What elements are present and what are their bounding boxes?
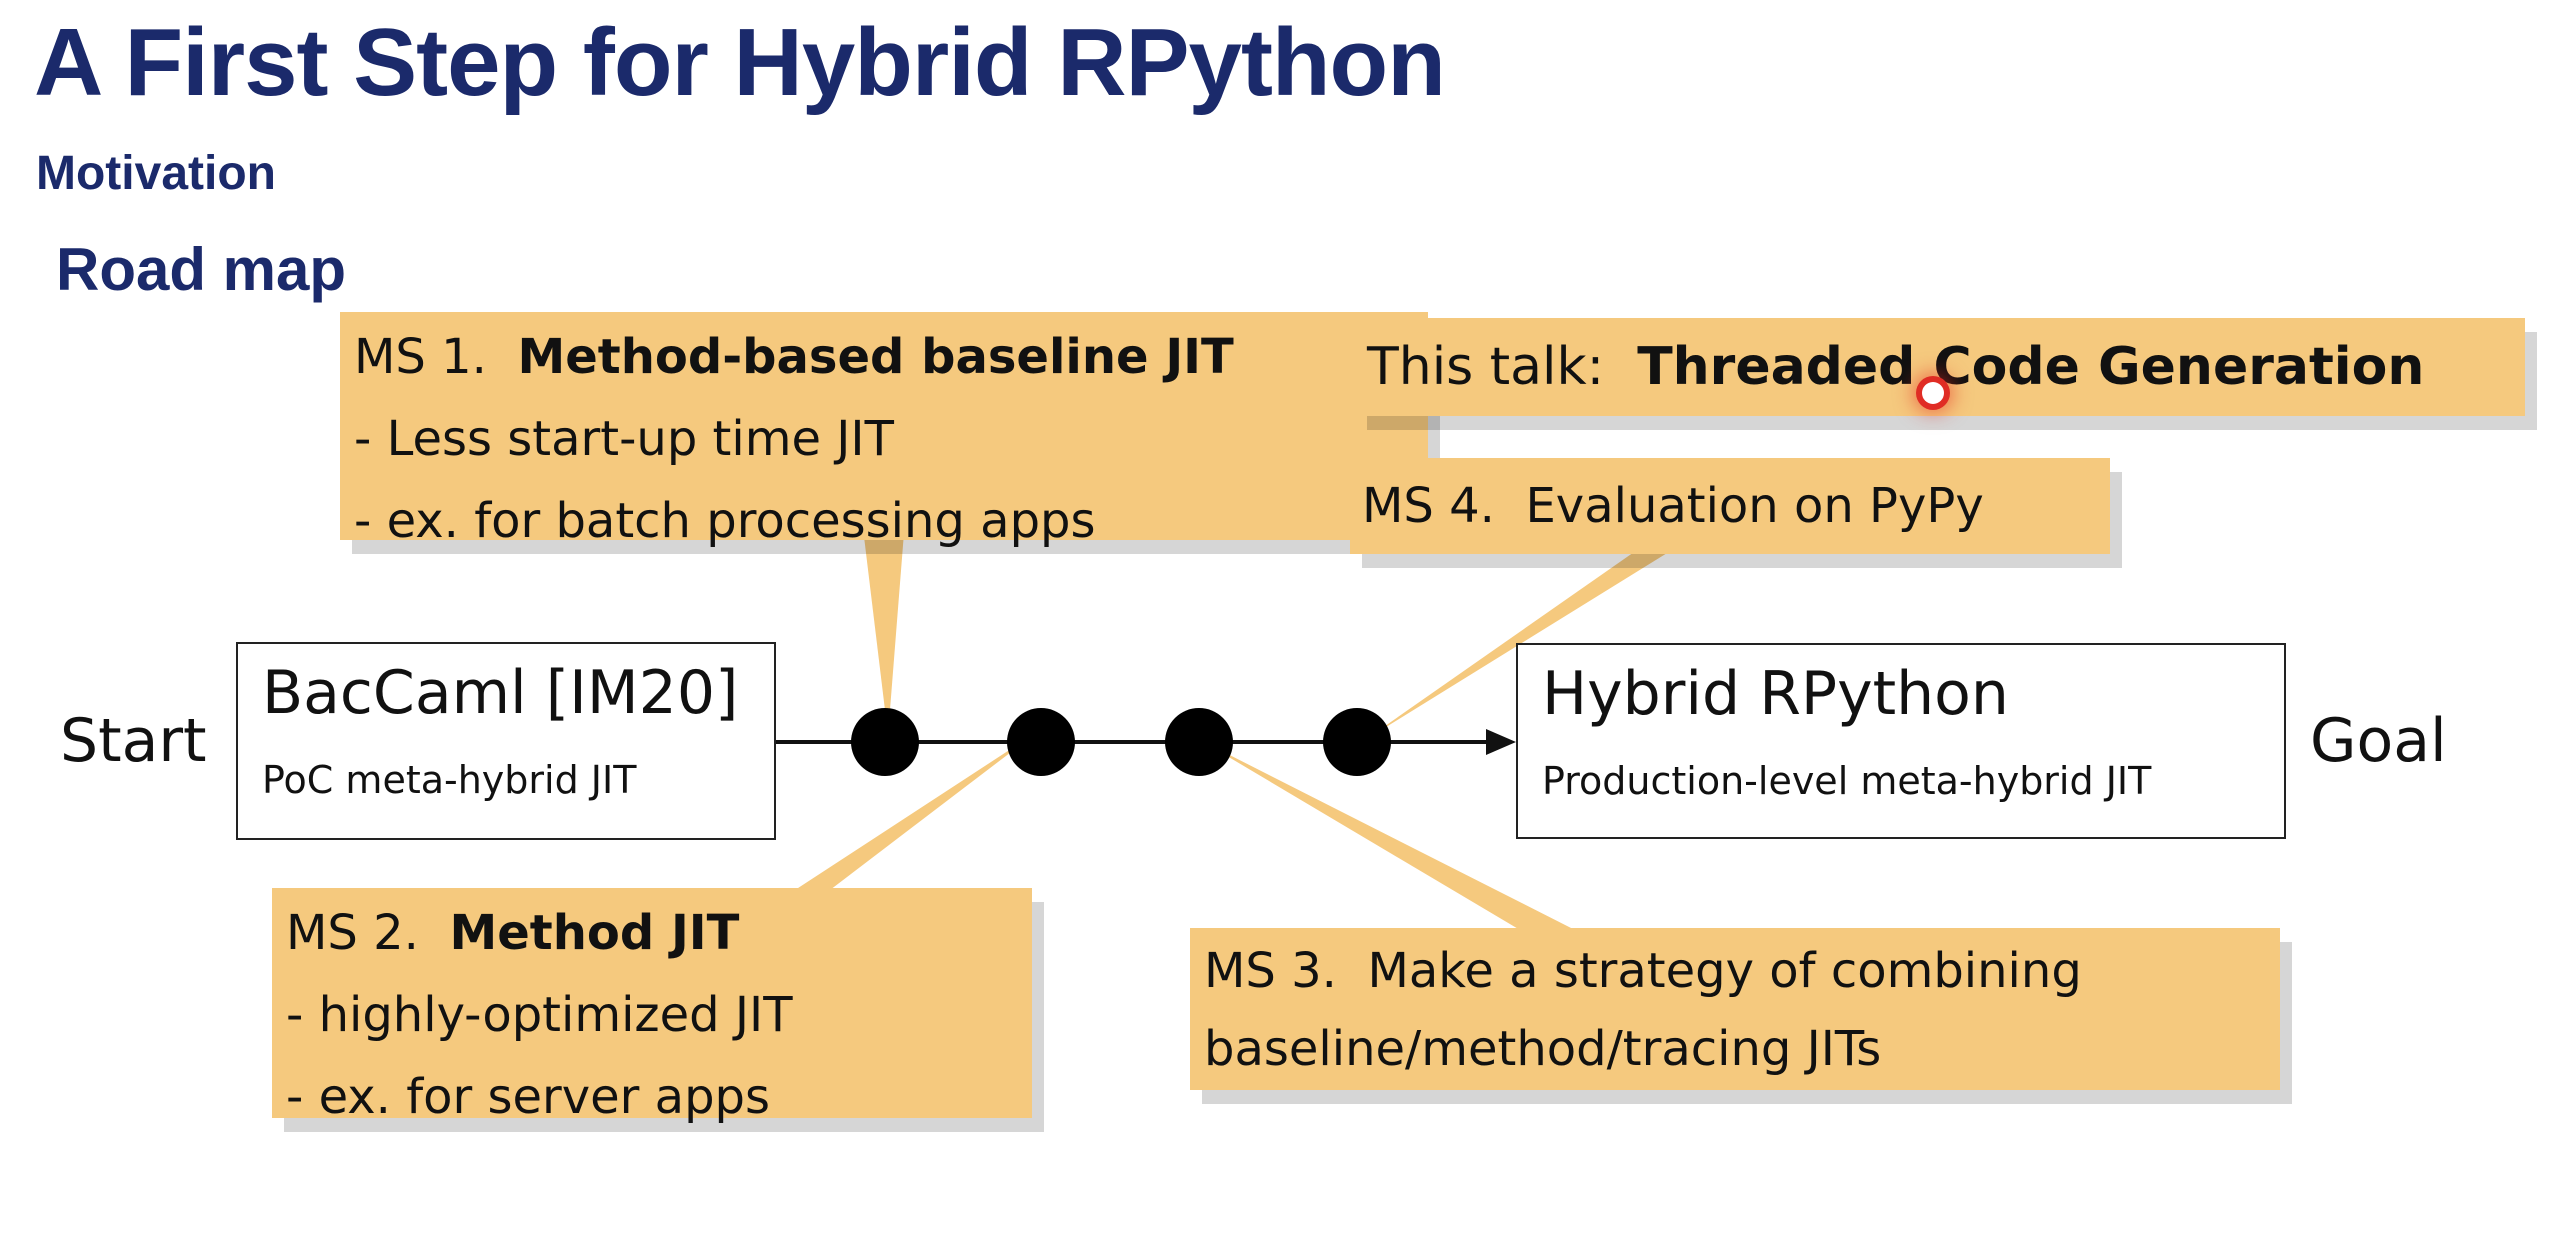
- ms2-callout: MS 2. Method JIT - highly-optimized JIT …: [272, 888, 1032, 1125]
- ms4-title: Evaluation on PyPy: [1525, 478, 1984, 534]
- ms1-line2: - ex. for batch processing apps: [354, 493, 1096, 549]
- start-box: BacCaml [IM20] PoC meta-hybrid JIT: [236, 642, 776, 840]
- laser-pointer-icon: [1922, 382, 1944, 404]
- ms3-prefix: MS 3.: [1204, 943, 1337, 999]
- ms3-callout: MS 3. Make a strategy of combining basel…: [1190, 928, 2280, 1090]
- ms2-line2: - ex. for server apps: [286, 1069, 771, 1125]
- ms2-title: Method JIT: [449, 905, 740, 961]
- ms2-prefix: MS 2.: [286, 905, 419, 961]
- ms1-line1: - Less start-up time JIT: [354, 411, 894, 467]
- start-box-subtitle: PoC meta-hybrid JIT: [262, 758, 637, 802]
- milestone-dot-3: [1165, 708, 1233, 776]
- this-talk-prefix: This talk:: [1367, 337, 1605, 397]
- start-box-title: BacCaml [IM20]: [262, 658, 739, 728]
- arrowhead-icon: [1486, 729, 1516, 755]
- ms3-line2: baseline/method/tracing JITs: [1204, 1021, 1882, 1077]
- ms1-callout-pointer: [862, 520, 905, 735]
- ms4-callout: MS 4. Evaluation on PyPy: [1350, 458, 2110, 554]
- start-label: Start: [60, 706, 207, 776]
- goal-box-subtitle: Production-level meta-hybrid JIT: [1542, 759, 2152, 803]
- section-road-map: Road map: [56, 236, 347, 303]
- ms3-callout-pointer: [1200, 740, 1575, 930]
- milestone-dot-1: [851, 708, 919, 776]
- ms2-callout-pointer: [795, 730, 1040, 890]
- goal-label: Goal: [2310, 706, 2447, 776]
- ms4-prefix: MS 4.: [1362, 478, 1495, 534]
- goal-box: Hybrid RPython Production-level meta-hyb…: [1516, 643, 2286, 839]
- goal-box-title: Hybrid RPython: [1542, 659, 2009, 729]
- slide-title: A First Step for Hybrid RPython: [34, 9, 1446, 116]
- ms1-title: Method-based baseline JIT: [517, 329, 1234, 385]
- milestone-dot-2: [1007, 708, 1075, 776]
- ms1-callout: MS 1. Method-based baseline JIT - Less s…: [340, 312, 1428, 549]
- subtitle-motivation: Motivation: [36, 147, 276, 200]
- ms1-prefix: MS 1.: [354, 329, 487, 385]
- ms3-line1: Make a strategy of combining: [1367, 943, 2082, 999]
- this-talk-title: Threaded Code Generation: [1637, 337, 2425, 397]
- milestone-dot-4: [1323, 708, 1391, 776]
- ms2-line1: - highly-optimized JIT: [286, 987, 793, 1043]
